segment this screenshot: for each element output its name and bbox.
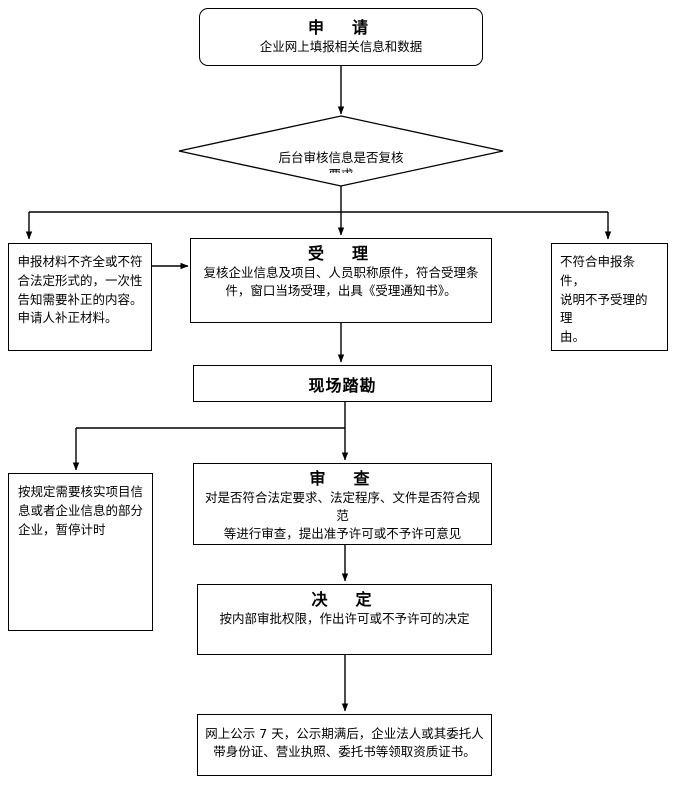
node-incomplete-materials-body: 申报材料不齐全或不符 合法定形式的，一次性 告知需要补正的内容。 申请人补正材料…: [17, 254, 143, 326]
node-site-survey-title: 现场踏勘: [308, 375, 377, 395]
node-examine[interactable]: 审 查 对是否符合法定要求、法定程序、文件是否符合规范 等进行审查，提出准予许可…: [193, 463, 492, 545]
decision-diamond[interactable]: [178, 115, 504, 187]
node-decide-title: 决 定: [311, 590, 378, 609]
node-publicize-body: 网上公示 7 天，公示期满后，企业法人或其委托人 带身份证、营业执照、委托书等领…: [205, 726, 484, 760]
node-decide-body: 按内部审批权限，作出许可或不予许可的决定: [219, 611, 470, 626]
node-examine-body: 对是否符合法定要求、法定程序、文件是否符合规范 等进行审查，提出准予许可或不予许…: [204, 490, 480, 542]
node-not-qualified[interactable]: 不符合申报条件， 说明不予受理的理 由。: [551, 243, 668, 351]
node-examine-title: 审 查: [309, 469, 376, 488]
node-accept-body: 复核企业信息及项目、人员职称原件，符合受理条 件，窗口当场受理，出具《受理通知书…: [203, 265, 479, 299]
node-apply[interactable]: 申 请 企业网上填报相关信息和数据: [199, 8, 483, 66]
node-not-qualified-body: 不符合申报条件， 说明不予受理的理 由。: [560, 254, 648, 344]
node-apply-body: 企业网上填报相关信息和数据: [259, 38, 423, 54]
node-accept[interactable]: 受 理 复核企业信息及项目、人员职称原件，符合受理条 件，窗口当场受理，出具《受…: [190, 238, 492, 323]
node-suspend-timing[interactable]: 按规定需要核实项目信 息或者企业信息的部分 企业，暂停计时: [8, 473, 153, 631]
node-site-survey[interactable]: 现场踏勘: [193, 365, 492, 402]
node-suspend-timing-body: 按规定需要核实项目信 息或者企业信息的部分 企业，暂停计时: [17, 484, 143, 537]
node-apply-title: 申 请: [307, 17, 374, 37]
node-decide[interactable]: 决 定 按内部审批权限，作出许可或不予许可的决定: [197, 584, 492, 655]
node-accept-title: 受 理: [307, 244, 374, 263]
node-publicize[interactable]: 网上公示 7 天，公示期满后，企业法人或其委托人 带身份证、营业执照、委托书等领…: [197, 714, 492, 776]
node-incomplete-materials[interactable]: 申报材料不齐全或不符 合法定形式的，一次性 告知需要补正的内容。 申请人补正材料…: [8, 243, 152, 351]
